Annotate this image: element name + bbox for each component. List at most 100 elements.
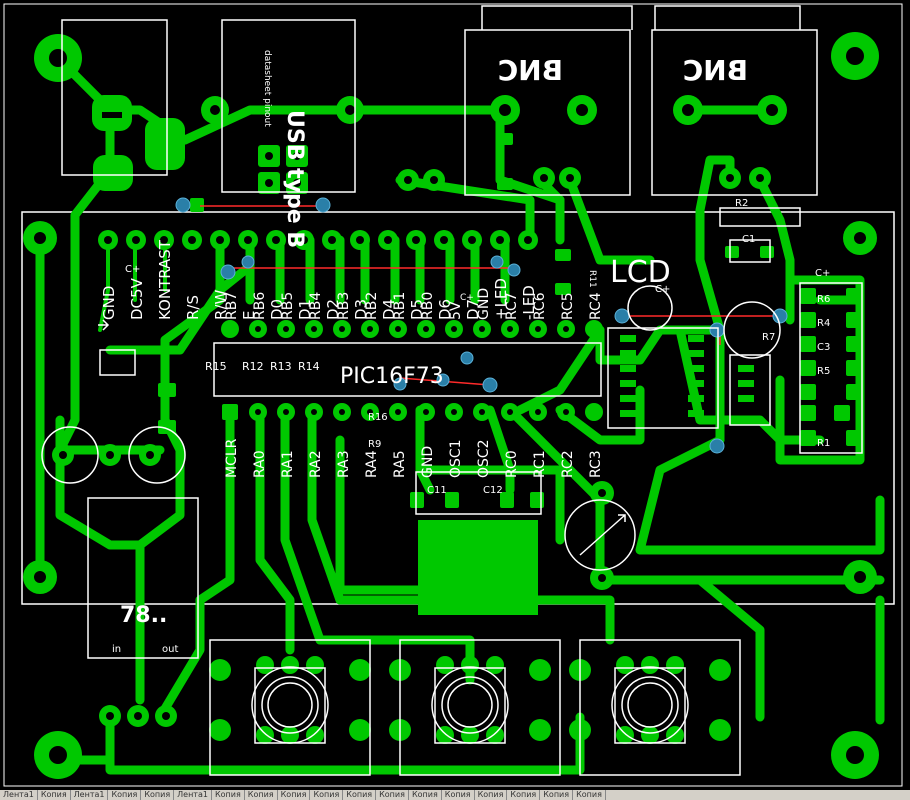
status-tab-0[interactable]: Лента1: [0, 790, 38, 800]
mcu-bottom-pin-label-7: GND: [420, 446, 436, 478]
mcu-bottom-pin-label-11: RC1: [532, 450, 548, 478]
status-tab-14[interactable]: Копия: [475, 790, 508, 800]
designator-r2: R2: [735, 198, 748, 209]
designator-r5: R5: [817, 366, 830, 377]
mcu-bottom-pin-labels: MCLR RA0 RA1 RA2 RA3 RA4 RA5 GND OSC1 OSC2 RC0 RC1 R…: [224, 438, 604, 478]
mcu-top-pin-label-5: RB2: [364, 292, 380, 320]
status-tab-16[interactable]: Копия: [540, 790, 574, 800]
regulator-in-label: in: [112, 644, 121, 655]
mcu-top-pin-label-11: RC6: [532, 292, 548, 320]
lcd-pin-label-3: R/S: [184, 295, 202, 320]
lcd-pin-label-13: D7: [464, 299, 482, 320]
status-tab-17[interactable]: Копия: [573, 790, 606, 800]
regulator-out-label: out: [162, 644, 178, 655]
usb-label: USB type B: [282, 110, 307, 248]
button-2-outline: [399, 639, 561, 776]
designator-c-plus-2: C+: [655, 284, 670, 295]
status-tab-6[interactable]: Копия: [212, 790, 245, 800]
status-tab-8[interactable]: Копия: [278, 790, 311, 800]
designator-c-plus-4: C+: [460, 293, 474, 303]
designator-c3: C3: [817, 342, 830, 353]
designator-r13: R13: [270, 360, 292, 373]
lcd-pin-label-11: D5: [408, 299, 426, 320]
mcu-bottom-pin-label-13: RC3: [588, 450, 604, 478]
status-tab-9[interactable]: Копия: [310, 790, 344, 800]
mcu-top-pin-label-6: RB1: [392, 292, 408, 320]
status-tab-11[interactable]: Копия: [376, 790, 409, 800]
status-tab-15[interactable]: Копия: [507, 790, 541, 800]
mcu-bottom-pin-label-1: RA0: [252, 450, 268, 478]
designator-r11: R11: [587, 270, 597, 288]
designator-r1: R1: [817, 438, 830, 449]
lcd-pin-label-12: D6: [436, 299, 454, 320]
lcd-pin-label-14: +LED: [492, 278, 510, 320]
board-outline: [3, 3, 903, 787]
usb-connector-outline: [221, 19, 356, 193]
mcu-top-pin-label-1: RB6: [252, 292, 268, 320]
bnc-left-label: BNC: [498, 54, 563, 87]
mcu-bottom-pin-label-2: RA1: [280, 450, 296, 478]
mcu-bottom-pin-label-3: RA2: [308, 450, 324, 478]
mcu-top-pin-label-13: RC4: [588, 292, 604, 320]
designator-r16: R16: [368, 412, 388, 423]
lcd-header-pads: [98, 230, 538, 250]
status-tab-3[interactable]: Копия: [108, 790, 142, 800]
status-tab-5[interactable]: Лента1: [174, 790, 212, 800]
mcu-bottom-pin-label-0: MCLR: [224, 438, 240, 478]
designator-r14: R14: [298, 360, 320, 373]
mcu-bottom-pads: [222, 403, 603, 421]
mcu-bottom-pin-label-8: OSC1: [448, 439, 464, 478]
mcu-top-pin-label-7: RB0: [420, 292, 436, 320]
mount-hole-top-left: [34, 34, 82, 82]
lcd-pin-label-15: -LED: [520, 285, 538, 320]
mcu-top-pin-label-4: RB3: [336, 292, 352, 320]
lcd-pin-label-1: DC5V: [128, 277, 146, 320]
designator-c11: C11: [427, 485, 447, 496]
mcu-bottom-pin-label-10: RC0: [504, 450, 520, 478]
power-jack-outline: [61, 19, 168, 176]
designator-r15: R15: [205, 360, 227, 373]
mcu-bottom-pin-label-9: OSC2: [476, 439, 492, 478]
designator-c-plus-1: C+: [815, 268, 830, 279]
button-1-outline: [209, 639, 371, 776]
status-tab-4[interactable]: Копия: [141, 790, 175, 800]
mcu-bottom-pin-label-4: RA3: [336, 450, 352, 478]
designator-r9: R9: [368, 439, 381, 450]
mcu-top-pin-label-9: GND: [476, 288, 492, 320]
lcd-pin-label-7: D1: [296, 299, 314, 320]
designator-r4: R4: [817, 318, 830, 329]
lcd-pin-label-4: R/W: [212, 290, 230, 320]
lcd-pin-label-6: D0: [268, 299, 286, 320]
status-tab-7[interactable]: Копия: [245, 790, 278, 800]
lcd-pin-label-8: D2: [324, 299, 342, 320]
status-tab-2[interactable]: Лента1: [71, 790, 109, 800]
regulator-outline: [87, 497, 199, 659]
mcu-bottom-pin-label-5: RA4: [364, 450, 380, 478]
designator-c12: C12: [483, 485, 503, 496]
mcu-outline: [213, 342, 602, 397]
status-tab-12[interactable]: Копия: [409, 790, 442, 800]
status-tab-13[interactable]: Копия: [442, 790, 475, 800]
status-tab-10[interactable]: Копия: [343, 790, 377, 800]
lcd-pin-label-0: GND: [100, 286, 118, 320]
button-3-outline: [579, 639, 741, 776]
status-tab-1[interactable]: Копия: [38, 790, 71, 800]
ratsnest-lines: [200, 205, 780, 386]
mcu-bottom-pin-label-6: RA5: [392, 450, 408, 478]
mcu-top-pin-label-8: 5V: [448, 301, 464, 320]
mount-hole-top-right: [831, 32, 879, 80]
mcu-top-pin-label-2: RB5: [280, 292, 296, 320]
designator-r6: R6: [817, 294, 830, 305]
designator-r12: R12: [242, 360, 264, 373]
lcd-pin-label-9: D3: [352, 299, 370, 320]
designator-r7: R7: [762, 332, 775, 343]
lcd-pin-label-2: KONTRAST: [156, 239, 174, 320]
regulator-label: 78..: [120, 603, 167, 628]
lcd-pin-label-10: D4: [380, 299, 398, 320]
usb-pinout-note: datasheet pinout: [262, 50, 272, 127]
mcu-top-pin-label-10: RC7: [504, 292, 520, 320]
mcu-top-pin-label-12: RC5: [560, 292, 576, 320]
